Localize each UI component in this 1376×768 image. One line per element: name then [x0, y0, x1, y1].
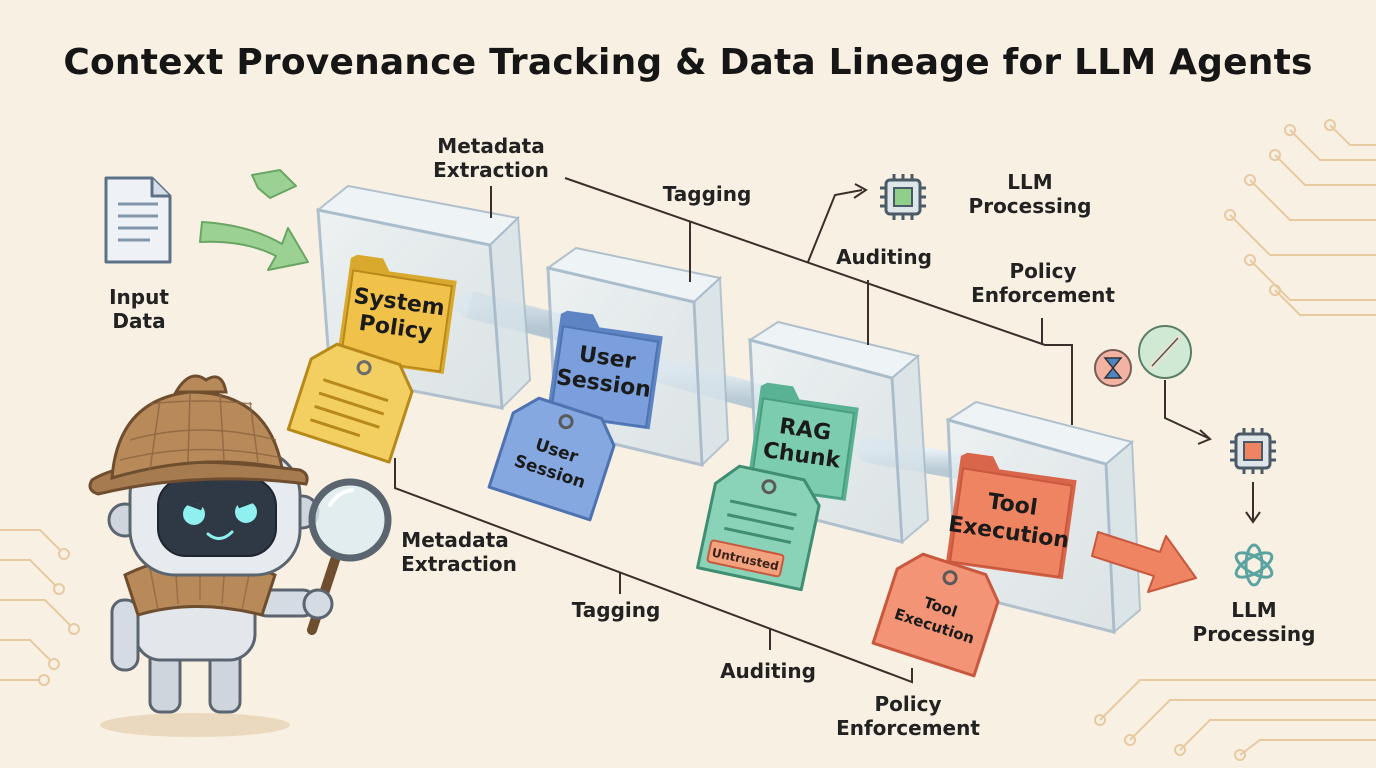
top-policy-line2: Enforcement — [971, 283, 1115, 307]
right-flow-arrowhead — [1197, 429, 1212, 445]
bottom-metadata-line2: Extraction — [401, 552, 517, 576]
input-label-line2: Data — [112, 309, 165, 333]
down-arrow — [1245, 482, 1261, 524]
untrusted-badge — [706, 539, 785, 578]
top-annotation-lines — [490, 177, 1073, 425]
bottom-metadata-line1: Metadata — [401, 528, 508, 552]
top-auditing: Auditing — [836, 245, 932, 269]
circuit-decoration-left — [0, 529, 80, 686]
top-llm-line2: Processing — [969, 194, 1092, 218]
folder-system-policy: System Policy — [336, 254, 457, 374]
input-arrow — [199, 221, 309, 271]
page-title: Context Provenance Tracking & Data Linea… — [63, 42, 1313, 83]
circuit-decoration-bottom-right — [1094, 679, 1376, 761]
bottom-annotation-lines — [394, 458, 913, 684]
bottom-policy-line2: Enforcement — [836, 716, 980, 740]
output-arrow — [1091, 531, 1197, 593]
chip-icon — [880, 174, 926, 220]
top-policy-line1: Policy — [1009, 259, 1076, 283]
output-label-line1: LLM — [1231, 598, 1276, 622]
openai-icon — [1234, 543, 1274, 587]
right-flow-arrow — [1164, 380, 1209, 439]
top-tagging: Tagging — [663, 182, 752, 206]
bottom-auditing: Auditing — [720, 659, 816, 683]
input-label-line1: Input — [109, 285, 169, 309]
top-metadata-line2: Extraction — [433, 158, 549, 182]
tag-rag-chunk: Untrusted — [696, 464, 821, 592]
top-llm-line1: LLM — [1007, 170, 1052, 194]
bottom-tagging: Tagging — [572, 598, 661, 622]
tag-user-session: User Session — [487, 396, 616, 522]
small-green-arrow — [251, 169, 297, 199]
document-icon — [104, 176, 172, 264]
folder-tool-execution: Tool Execution — [945, 452, 1077, 580]
hourglass-icon — [1094, 349, 1132, 387]
tag-tool-execution: Tool Execution — [871, 552, 1000, 678]
wrench-icon — [1138, 325, 1192, 379]
output-label-line2: Processing — [1193, 622, 1316, 646]
robot-detective — [88, 374, 392, 737]
circuit-decoration-right — [1224, 119, 1376, 316]
tag-system-policy — [286, 342, 414, 464]
top-metadata-line1: Metadata — [437, 134, 544, 158]
output-chip-icon — [1230, 428, 1276, 474]
bottom-policy-line1: Policy — [874, 692, 941, 716]
folder-user-session: User Session — [546, 310, 663, 430]
